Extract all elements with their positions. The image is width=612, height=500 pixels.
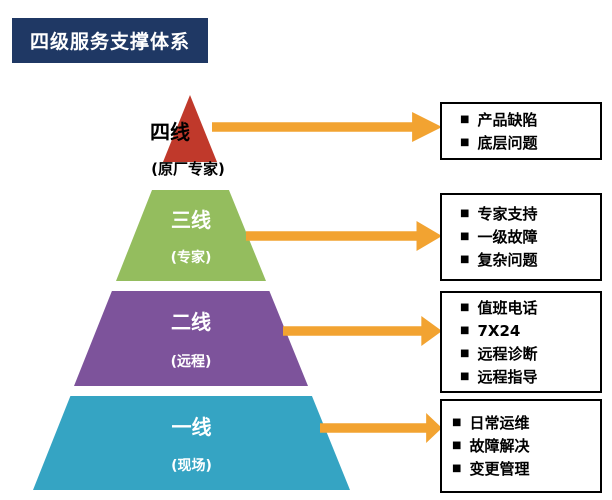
- arrow-level-2-icon: [283, 316, 442, 346]
- callout-item-label: 一级故障: [477, 228, 538, 246]
- callout-item-label: 7X24: [477, 321, 521, 340]
- callout-item-label: 专家支持: [477, 205, 538, 223]
- pyramid-level-4-label: 四线: [150, 120, 190, 144]
- list-item: ■ 产品缺陷: [460, 111, 594, 129]
- list-item: ■ 日常运维: [452, 414, 594, 432]
- arrow-level-4-icon: [212, 112, 442, 142]
- pyramid-level-2-sublabel: (远程): [170, 353, 212, 370]
- bullet-square-icon: ■: [452, 440, 462, 451]
- callout-item-label: 变更管理: [469, 460, 530, 478]
- arrow-level-3-icon: [246, 221, 442, 251]
- pyramid-level-3-sublabel: (专家): [170, 250, 212, 266]
- list-item: ■ 7X24: [460, 322, 594, 340]
- list-item: ■ 复杂问题: [460, 251, 594, 269]
- bullet-square-icon: ■: [460, 370, 470, 382]
- pyramid-level-2-label: 二线: [171, 310, 211, 335]
- callout-item-label: 日常运维: [469, 414, 530, 432]
- pyramid-level-4-sublabel: (原厂专家): [151, 160, 225, 178]
- callout-item-label: 复杂问题: [477, 251, 538, 269]
- bullet-square-icon: ■: [452, 417, 462, 428]
- pyramid-level-1-shape: 一线 (现场): [33, 396, 350, 490]
- title-banner: 四级服务支撑体系: [12, 18, 209, 63]
- list-item: ■ 一级故障: [460, 228, 594, 246]
- pyramid-level-3-shape: 三线 (专家): [116, 190, 266, 281]
- bullet-square-icon: ■: [460, 231, 470, 242]
- callout-item-label: 故障解决: [469, 437, 530, 455]
- pyramid-level-1-label: 一线: [171, 415, 212, 439]
- pyramid-level-3-labels: 三线 (专家): [116, 190, 266, 281]
- callout-item-label: 远程指导: [477, 367, 538, 386]
- list-item: ■ 故障解决: [452, 437, 594, 455]
- bullet-square-icon: ■: [460, 208, 470, 219]
- bullet-square-icon: ■: [460, 254, 470, 265]
- pyramid-level-3-label: 三线: [171, 208, 211, 232]
- list-item: ■ 远程诊断: [460, 345, 594, 363]
- bullet-square-icon: ■: [460, 113, 470, 125]
- list-item: ■ 底层问题: [460, 134, 594, 152]
- callout-level-2: ■ 值班电话 ■ 7X24 ■ 远程诊断 ■ 远程指导: [440, 291, 602, 393]
- bullet-square-icon: ■: [460, 324, 470, 336]
- arrow-level-1-icon: [320, 413, 442, 443]
- pyramid-level-2-labels: 二线 (远程): [74, 291, 308, 386]
- bullet-square-icon: ■: [452, 463, 462, 474]
- bullet-square-icon: ■: [460, 136, 470, 148]
- callout-item-label: 值班电话: [477, 298, 538, 317]
- list-item: ■ 值班电话: [460, 299, 594, 317]
- pyramid-level-1-labels: 一线 (现场): [33, 396, 350, 490]
- list-item: ■ 专家支持: [460, 205, 594, 223]
- bullet-square-icon: ■: [460, 301, 470, 313]
- list-item: ■ 远程指导: [460, 368, 594, 386]
- callout-level-1: ■ 日常运维 ■ 故障解决 ■ 变更管理: [440, 399, 602, 493]
- callout-item-label: 远程诊断: [477, 344, 538, 363]
- bullet-square-icon: ■: [460, 347, 470, 359]
- pyramid-level-2-shape: 二线 (远程): [74, 291, 308, 386]
- list-item: ■ 变更管理: [452, 460, 594, 478]
- callout-level-3: ■ 专家支持 ■ 一级故障 ■ 复杂问题: [440, 193, 602, 281]
- pyramid-level-1-sublabel: (现场): [171, 458, 212, 474]
- callout-level-4: ■ 产品缺陷 ■ 底层问题: [440, 102, 602, 160]
- diagram-title: 四级服务支撑体系: [30, 31, 191, 53]
- callout-item-label: 底层问题: [477, 133, 538, 152]
- callout-item-label: 产品缺陷: [477, 110, 538, 129]
